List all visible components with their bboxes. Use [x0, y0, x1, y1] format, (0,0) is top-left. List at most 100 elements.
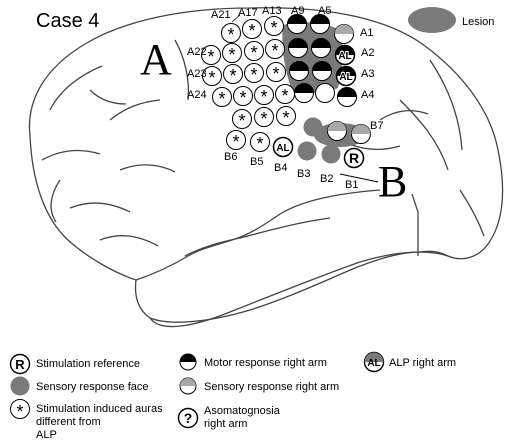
- legend-item-auras: * Stimulation induced auras different fr…: [10, 399, 166, 441]
- electrode-a8: [294, 83, 314, 103]
- label-a21: A21: [211, 9, 231, 21]
- label-b7: B7: [370, 120, 383, 132]
- electrode-a11: *: [266, 62, 286, 84]
- aura-symbol: *: [272, 64, 279, 84]
- legend-item-asomatognosia: ? Asomatognosia right arm: [177, 405, 283, 430]
- aura-symbol: *: [239, 88, 246, 108]
- electrode-a2b: [311, 38, 331, 58]
- grid-b-label: B: [378, 157, 407, 206]
- electrode-a9: [287, 14, 307, 34]
- label-a13: A13: [262, 5, 282, 17]
- legend-item-stim-ref: R Stimulation reference: [9, 353, 140, 375]
- legend-item-alp: AL ALP right arm: [363, 351, 456, 373]
- label-b5: B5: [250, 156, 263, 168]
- lesion-legend-swatch: [408, 7, 456, 33]
- electrode-a14: *: [244, 41, 264, 63]
- legend-label-stim-ref: Stimulation reference: [36, 358, 140, 370]
- electrode-a6: [288, 38, 308, 58]
- legend-item-motor: Motor response right arm: [179, 353, 327, 371]
- aura-symbol: *: [260, 109, 267, 129]
- electrode-r5c: *: [276, 106, 296, 128]
- electrode-a3: AL: [335, 65, 357, 87]
- label-a9: A9: [291, 5, 304, 17]
- asomatognosia-icon: [177, 407, 199, 429]
- electrode-a4b: [315, 83, 335, 103]
- stimulation-reference-symbol: R: [15, 357, 25, 372]
- electrode-a20: *: [233, 86, 253, 108]
- aura-symbol: *: [250, 43, 257, 63]
- electrode-labels: A21 A17 A13 A9 A5 A1 A2 A3 A4 A22 A23 A2…: [187, 5, 383, 191]
- electrode-a4: [337, 87, 357, 107]
- aura-symbol: *: [281, 86, 288, 106]
- aura-symbol: *: [232, 132, 239, 152]
- label-a2: A2: [361, 47, 374, 59]
- label-a3: A3: [361, 68, 374, 80]
- electrode-a7: [289, 61, 309, 81]
- label-a4: A4: [361, 89, 374, 101]
- electrode-b4: AL: [272, 136, 294, 158]
- electrode-a24: *: [212, 87, 232, 109]
- electrode-a10: *: [265, 39, 285, 61]
- label-a1: A1: [360, 27, 373, 39]
- electrode-b7: [351, 124, 371, 144]
- label-b2: B2: [320, 173, 333, 185]
- legend-label-auras: Stimulation induced auras different from…: [36, 403, 166, 441]
- stimulation-reference-icon: [9, 353, 31, 375]
- strip-a-lead: [231, 14, 241, 23]
- alp-symbol: AL: [339, 72, 352, 83]
- electrode-b6: *: [226, 130, 246, 152]
- aura-symbol: *: [229, 66, 236, 86]
- aura-symbol: *: [227, 25, 234, 45]
- aura-symbol: *: [228, 45, 235, 65]
- alp-symbol: AL: [367, 358, 380, 369]
- label-a17: A17: [238, 7, 258, 19]
- electrode-a16: *: [254, 85, 274, 107]
- legend-item-sensory-face: Sensory response face: [10, 376, 149, 396]
- legend-label-sensory-face: Sensory response face: [36, 381, 149, 393]
- aura-symbol: *: [16, 402, 23, 422]
- lesion-legend-label: Lesion: [462, 16, 494, 28]
- electrode-a21: *: [221, 23, 241, 45]
- alp-symbol: AL: [276, 143, 289, 154]
- label-b3: B3: [297, 168, 310, 180]
- electrode-a1: [334, 24, 354, 44]
- brain-outline: [28, 7, 504, 328]
- legend-label-motor: Motor response right arm: [204, 357, 327, 369]
- aura-symbol: *: [218, 89, 225, 109]
- electrode-a15: *: [244, 63, 264, 85]
- legend-label-asomatognosia: Asomatognosia right arm: [204, 405, 283, 430]
- grid-a-label: A: [140, 35, 172, 84]
- label-a23: A23: [187, 68, 207, 80]
- electrode-a23: *: [202, 66, 222, 88]
- aura-symbol: *: [270, 18, 277, 38]
- electrode-b3: [297, 141, 317, 161]
- legend-label-sensory-arm: Sensory response right arm: [204, 381, 339, 393]
- electrode-b2: [321, 144, 341, 164]
- alp-symbol: AL: [338, 51, 351, 62]
- label-b6: B6: [224, 151, 237, 163]
- legend-item-sensory-arm: Sensory response right arm: [179, 377, 339, 395]
- aura-symbol: *: [271, 41, 278, 61]
- electrode-a19: *: [223, 64, 243, 86]
- electrode-grid: *******AL****AL*********ALR: [201, 14, 371, 169]
- electrode-r5a: *: [232, 109, 252, 131]
- asomatognosia-symbol: ?: [184, 410, 193, 426]
- strip-b-lead: [339, 173, 379, 183]
- electrode-r5b: *: [254, 107, 274, 129]
- aura-symbol: *: [260, 87, 267, 107]
- electrode-b-u2: [327, 121, 347, 141]
- case-title: Case 4: [36, 10, 99, 32]
- aura-symbol: *: [207, 47, 214, 67]
- legend: R Stimulation reference Sensory response…: [9, 351, 456, 441]
- label-b1: B1: [345, 179, 358, 191]
- label-a24: A24: [187, 89, 207, 101]
- electrode-a3b: [312, 61, 332, 81]
- electrode-b-u1: [303, 117, 323, 137]
- electrode-a12: *: [275, 84, 295, 106]
- aura-symbol: *: [208, 68, 215, 88]
- aura-symbol: *: [250, 65, 257, 85]
- electrode-a18: *: [222, 43, 242, 65]
- electrode-a13: *: [264, 16, 284, 38]
- aura-symbol: *: [238, 111, 245, 131]
